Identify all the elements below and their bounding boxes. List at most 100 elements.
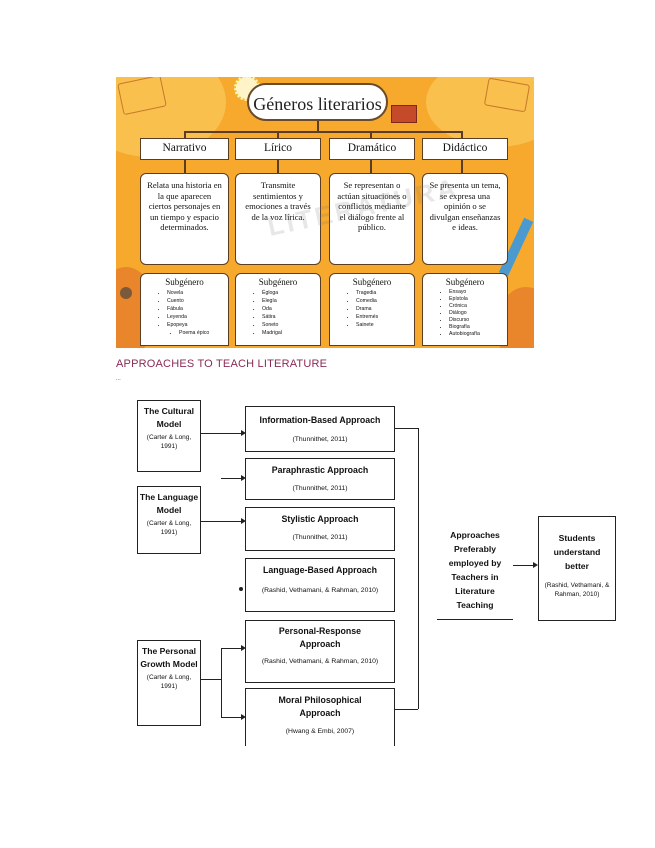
approach-cite: (Thunnithet, 2011) <box>292 436 348 443</box>
connector-line <box>370 160 372 173</box>
infographic-title: Géneros literarios <box>247 83 388 121</box>
list-item: Novela <box>167 289 224 297</box>
list-item: Epístola <box>449 296 503 303</box>
category-dramatico: Dramático <box>329 138 415 160</box>
arrow-right-icon <box>533 562 538 568</box>
language-based-approach-box: Language-Based Approach (Rashid, Vethama… <box>245 558 395 612</box>
subgenre-narrativo: Subgénero Novela Cuento Fábula Leyenda E… <box>140 273 229 346</box>
subgenre-didactico: Subgénero Ensayo Epístola Crónica Diálog… <box>422 273 508 346</box>
book-stack-icon <box>391 105 417 123</box>
approach-cite: (Hwang & Embi, 2007) <box>285 728 355 735</box>
subgenre-dramatico: Subgénero Tragedia Comedia Drama Entremé… <box>329 273 415 346</box>
approach-cite: (Rashid, Vethamani, & Rahman, 2010) <box>261 587 379 594</box>
moral-philosophical-approach-box: Moral Philosophical Approach (Hwang & Em… <box>245 688 395 746</box>
connector-line <box>201 679 221 680</box>
list-item: Cuento <box>167 297 224 305</box>
list-item: Poema épico <box>179 329 224 337</box>
subgenre-list: Tragedia Comedia Drama Entremés Sainete <box>334 289 410 329</box>
connector-line <box>277 131 279 139</box>
arrow-right-icon <box>241 430 246 436</box>
list-item: Discurso <box>449 317 503 324</box>
description-didactico: Se presenta un tema, se expresa una opin… <box>422 173 508 265</box>
connector-line <box>184 160 186 173</box>
connector-line <box>317 121 319 131</box>
list-item: Soneto <box>262 321 316 329</box>
arrow-right-icon <box>241 475 246 481</box>
list-item: Égloga <box>262 289 316 297</box>
model-title: The Cultural Model <box>143 406 195 429</box>
connector-line <box>277 160 279 173</box>
connector-line <box>201 433 241 434</box>
approach-cite: (Thunnithet, 2011) <box>292 485 348 492</box>
list-item: Comedia <box>356 297 410 305</box>
list-item: Fábula <box>167 305 224 313</box>
subgenre-title: Subgénero <box>258 277 298 287</box>
list-item: Entremés <box>356 313 410 321</box>
connector-line <box>370 131 372 139</box>
result-title: Students understand better <box>553 533 601 571</box>
approach-title: Personal-Response Approach <box>278 626 362 649</box>
category-narrativo: Narrativo <box>140 138 229 160</box>
language-model-box: The Language Model (Carter & Long, 1991) <box>137 486 201 554</box>
stylistic-approach-box: Stylistic Approach (Thunnithet, 2011) <box>245 507 395 551</box>
subgenre-list: Novela Cuento Fábula Leyenda Epopeya Poe… <box>145 289 224 337</box>
preferred-approaches-box: Approaches Preferably employed by Teache… <box>437 520 513 620</box>
subgenre-list: Égloga Elegía Oda Sátira Soneto Madrigal <box>240 289 316 337</box>
result-cite: (Rashid, Vethamani, & Rahman, 2010) <box>544 582 610 598</box>
connector-line <box>395 709 418 710</box>
connector-line <box>395 428 418 429</box>
model-cite: (Carter & Long, 1991) <box>146 674 192 690</box>
pin-icon <box>120 287 132 299</box>
subgenre-title: Subgénero <box>352 277 392 287</box>
connector-line <box>184 131 186 139</box>
category-lirico: Lírico <box>235 138 321 160</box>
description-dramatico: Se representan o actúan situaciones o co… <box>329 173 415 265</box>
personal-response-approach-box: Personal-Response Approach (Rashid, Veth… <box>245 620 395 683</box>
approach-title: Moral Philosophical Approach <box>278 695 362 718</box>
arrow-right-icon <box>241 518 246 524</box>
approach-title: Stylistic Approach <box>281 514 359 524</box>
list-item: Crónica <box>449 303 503 310</box>
model-cite: (Carter & Long, 1991) <box>146 520 192 536</box>
personal-growth-model-box: The Personal Growth Model (Carter & Long… <box>137 640 201 726</box>
list-item: Ensayo <box>449 289 503 296</box>
generos-literarios-infographic: Géneros literarios Narrativo Lírico Dram… <box>116 77 534 348</box>
connector-line <box>221 478 241 479</box>
list-item: Autobiografía <box>449 331 503 338</box>
connector-line <box>201 521 241 522</box>
subgenre-title: Subgénero <box>445 277 485 287</box>
connector-line <box>184 131 461 133</box>
connector-line <box>418 428 419 709</box>
connector-line <box>513 565 533 566</box>
list-item: Drama <box>356 305 410 313</box>
list-item: Oda <box>262 305 316 313</box>
list-item: Leyenda <box>167 313 224 321</box>
subgenre-lirico: Subgénero Égloga Elegía Oda Sátira Sonet… <box>235 273 321 346</box>
approach-title: Language-Based Approach <box>262 565 378 575</box>
list-item: Sátira <box>262 313 316 321</box>
list-item: Madrigal <box>262 329 316 337</box>
model-title: The Language Model <box>139 492 199 515</box>
connector-line <box>221 648 241 649</box>
approach-cite: (Rashid, Vethamani, & Rahman, 2010) <box>261 658 379 665</box>
bullet-dot <box>239 587 243 591</box>
list-item: Sainete <box>356 321 410 329</box>
category-didactico: Didáctico <box>422 138 508 160</box>
approach-title: Information-Based Approach <box>259 415 381 425</box>
list-item: Tragedia <box>356 289 410 297</box>
connector-line <box>461 160 463 173</box>
list-item: Elegía <box>262 297 316 305</box>
cultural-model-box: The Cultural Model (Carter & Long, 1991) <box>137 400 201 472</box>
subgenre-list: Ensayo Epístola Crónica Diálogo Discurso… <box>427 289 503 338</box>
sub-note: ... <box>116 376 122 382</box>
paraphrastic-approach-box: Paraphrastic Approach (Thunnithet, 2011) <box>245 458 395 500</box>
subgenre-title: Subgénero <box>165 277 204 287</box>
approach-cite: (Thunnithet, 2011) <box>292 534 348 541</box>
connector-line <box>221 717 241 718</box>
description-lirico: Transmite sentimientos y emociones a tra… <box>235 173 321 265</box>
description-narrativo: Relata una historia en la que aparecen c… <box>140 173 229 265</box>
model-title: The Personal Growth Model <box>140 646 198 669</box>
connector-line <box>461 131 463 139</box>
connector-line <box>221 648 222 717</box>
result-box: Students understand better (Rashid, Veth… <box>538 516 616 621</box>
